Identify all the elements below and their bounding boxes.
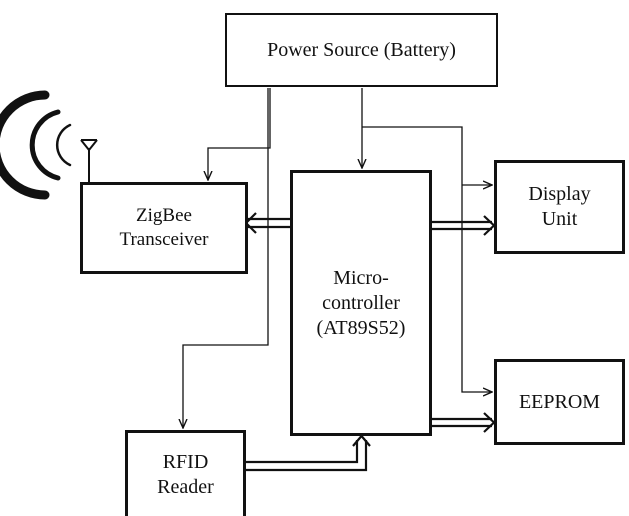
mcu-label-line2: controller — [322, 291, 400, 314]
eeprom-block: EEPROM — [494, 359, 625, 445]
mcu-label-line3: (AT89S52) — [316, 316, 406, 339]
display-label-line1: Display — [528, 183, 591, 205]
eeprom-label: EEPROM — [518, 390, 601, 413]
mcu-label-line1: Micro- — [333, 266, 389, 289]
power-lines — [183, 88, 492, 428]
radio-waves-icon — [0, 90, 72, 200]
rfid-label-line1: RFID — [162, 450, 209, 473]
antenna-icon — [80, 139, 98, 185]
data-buses — [244, 212, 496, 472]
display-label-line2: Unit — [541, 208, 578, 230]
power-source-label: Power Source (Battery) — [267, 38, 456, 61]
rfid-reader-block: RFID Reader — [125, 430, 246, 516]
rfid-label-line2: Reader — [157, 475, 214, 498]
display-unit-block: Display Unit — [494, 160, 625, 254]
zigbee-transceiver-block: ZigBee Transceiver — [80, 182, 248, 274]
zigbee-label-line2: Transceiver — [119, 229, 209, 250]
power-source-block: Power Source (Battery) — [225, 13, 498, 87]
zigbee-label-line1: ZigBee — [136, 205, 192, 227]
microcontroller-block: Micro- controller (AT89S52) — [290, 170, 432, 436]
